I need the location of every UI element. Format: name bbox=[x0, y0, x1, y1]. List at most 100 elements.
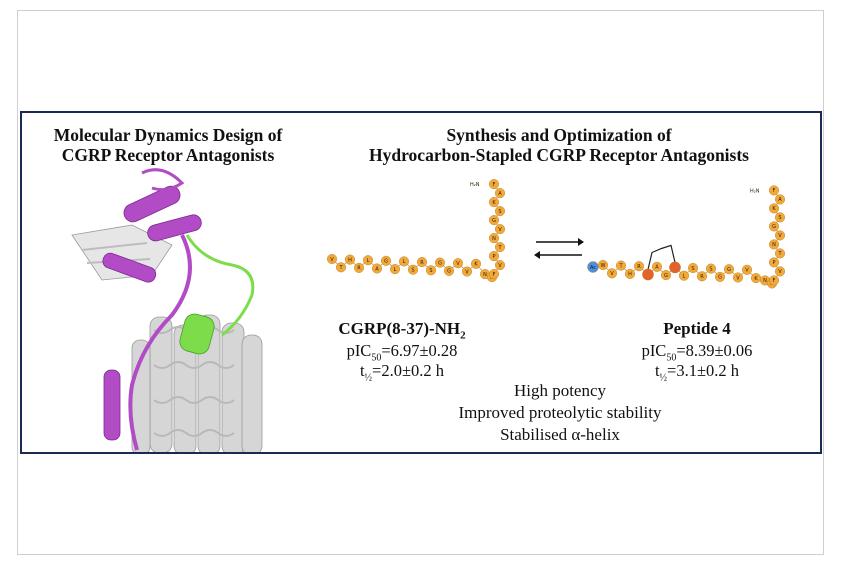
peptide-left-half-life: t½=2.0±0.2 h bbox=[322, 361, 482, 383]
residue-right-27-label: G bbox=[772, 224, 776, 230]
residue-left-16-label: V bbox=[465, 269, 469, 275]
residue-right-23-label: P bbox=[772, 260, 775, 266]
receptor-structure-image bbox=[71, 168, 263, 452]
peptide-right-diagram: AcWVTHRAGLSRSGGVVKNNFVPTNVGSKAFH₂N bbox=[587, 185, 785, 289]
residue-left-13-label: G bbox=[438, 260, 442, 266]
pic50-left-prefix: pIC bbox=[346, 341, 372, 360]
residue-left-4 bbox=[354, 262, 365, 273]
reaction-arrows bbox=[534, 238, 584, 259]
residue-left-3 bbox=[345, 254, 356, 265]
residue-left-8-label: L bbox=[394, 267, 397, 273]
residue-left-20 bbox=[488, 269, 499, 280]
residue-left-11 bbox=[416, 256, 427, 267]
residue-right-26-label: V bbox=[778, 233, 782, 239]
t-left-sub: ½ bbox=[364, 372, 373, 384]
residue-right-4 bbox=[625, 268, 636, 279]
residue-left-10 bbox=[407, 264, 418, 275]
peptide-left-pic50: pIC50=6.97±0.28 bbox=[322, 341, 482, 363]
residue-right-17-label: V bbox=[745, 268, 749, 274]
residue-right-11-label: S bbox=[691, 266, 694, 272]
residue-right-30 bbox=[774, 194, 785, 205]
property-helix: Stabilised α-helix bbox=[500, 425, 620, 444]
residue-right-28 bbox=[774, 212, 785, 223]
residue-left-26-label: G bbox=[492, 218, 496, 224]
property-potency: High potency bbox=[513, 381, 607, 400]
residue-left-26 bbox=[488, 215, 499, 226]
residue-right-12-label: R bbox=[700, 274, 704, 280]
left-title-line-2: CGRP Receptor Antagonists bbox=[61, 145, 275, 165]
residue-left-3-label: H bbox=[348, 257, 352, 263]
peptide-left-name: CGRP(8-37)-NH2 bbox=[322, 319, 482, 341]
residue-left-4-label: R bbox=[357, 266, 361, 272]
residue-right-22 bbox=[774, 266, 785, 277]
residue-left-22-label: P bbox=[492, 254, 495, 260]
residue-right-1 bbox=[598, 259, 609, 270]
residue-left-28 bbox=[488, 197, 499, 208]
pic50-right-value: =8.39±0.06 bbox=[676, 341, 753, 360]
residue-left-6-label: A bbox=[375, 266, 379, 272]
residue-right-21 bbox=[768, 275, 779, 286]
residue-right-14-label: G bbox=[718, 275, 722, 281]
residue-right-9 bbox=[669, 261, 681, 274]
residue-right-30-label: A bbox=[778, 197, 782, 203]
residue-right-13-label: S bbox=[709, 266, 712, 272]
residue-left-5 bbox=[363, 255, 374, 266]
residue-left-2-label: T bbox=[338, 265, 343, 271]
pic50-left-value: =6.97±0.28 bbox=[381, 341, 458, 360]
residue-left-20-label: F bbox=[493, 272, 496, 278]
residue-left-17 bbox=[470, 258, 481, 269]
residue-right-8 bbox=[660, 270, 671, 281]
residue-right-8-label: G bbox=[664, 273, 668, 279]
residue-right-13 bbox=[705, 263, 716, 274]
peptide-left-name-sub: 2 bbox=[460, 329, 466, 342]
t-right-value: =3.1±0.2 h bbox=[667, 361, 740, 380]
residue-right-21-label: F bbox=[773, 278, 776, 284]
left-title-line-1: Molecular Dynamics Design of bbox=[53, 125, 283, 145]
residue-left-14-label: G bbox=[447, 269, 451, 275]
residue-right-24 bbox=[774, 248, 785, 259]
residue-left-23-label: T bbox=[497, 245, 502, 251]
residue-right-7 bbox=[651, 261, 662, 272]
peptide-right-pic50: pIC50=8.39±0.06 bbox=[622, 341, 772, 363]
residue-left-24 bbox=[488, 233, 499, 244]
residue-left-29-label: A bbox=[498, 191, 502, 197]
residue-right-26 bbox=[774, 230, 785, 241]
t-right-prefix: t bbox=[654, 361, 660, 380]
peptide-left-diagram: VTHRLAGLLSRSGGVVKNNFVPTNVGSKAFH₂N bbox=[327, 179, 505, 283]
t-right-sub: ½ bbox=[659, 372, 668, 384]
residue-left-24-label: N bbox=[492, 236, 496, 242]
residue-right-29-label: K bbox=[772, 206, 776, 212]
residue-right-5 bbox=[634, 261, 645, 272]
residue-left-7-label: G bbox=[384, 259, 388, 265]
residue-left-27 bbox=[494, 206, 505, 217]
peptide-right-half-life: t½=3.1±0.2 h bbox=[622, 361, 772, 383]
pic50-right-prefix: pIC bbox=[641, 341, 667, 360]
residue-right-17 bbox=[741, 264, 752, 275]
residue-right-16-label: V bbox=[736, 275, 740, 281]
residue-right-16 bbox=[732, 272, 743, 283]
residue-right-19-label: N bbox=[763, 278, 767, 284]
residue-left-17-label: K bbox=[474, 262, 478, 268]
residue-left-14 bbox=[443, 265, 454, 276]
residue-left-13 bbox=[434, 257, 445, 268]
residue-right-18-label: K bbox=[754, 276, 758, 282]
right-panel-title: Synthesis and Optimization of Hydrocarbo… bbox=[314, 125, 804, 165]
residue-right-23 bbox=[768, 257, 779, 268]
residue-right-4-label: H bbox=[628, 272, 632, 278]
residue-right-3 bbox=[616, 260, 627, 271]
residue-right-25 bbox=[768, 239, 779, 250]
residue-right-7-label: A bbox=[655, 265, 659, 271]
residue-left-23 bbox=[494, 242, 505, 253]
residue-left-9-label: L bbox=[403, 259, 406, 265]
residue-left-18-label: N bbox=[483, 272, 487, 278]
residue-left-25-label: V bbox=[498, 227, 502, 233]
residue-right-15-label: G bbox=[727, 267, 731, 273]
residue-right-22-label: V bbox=[778, 269, 782, 275]
residue-left-15-label: V bbox=[456, 261, 460, 267]
residue-left-12-label: S bbox=[429, 268, 432, 274]
residue-left-5-label: L bbox=[367, 258, 370, 264]
pic50-right-sub: 50 bbox=[666, 352, 677, 364]
left-panel-title: Molecular Dynamics Design of CGRP Recept… bbox=[26, 125, 310, 165]
peptide-left-name-text: CGRP(8-37)-NH bbox=[338, 319, 461, 338]
residue-right-31-label: F bbox=[773, 188, 776, 194]
